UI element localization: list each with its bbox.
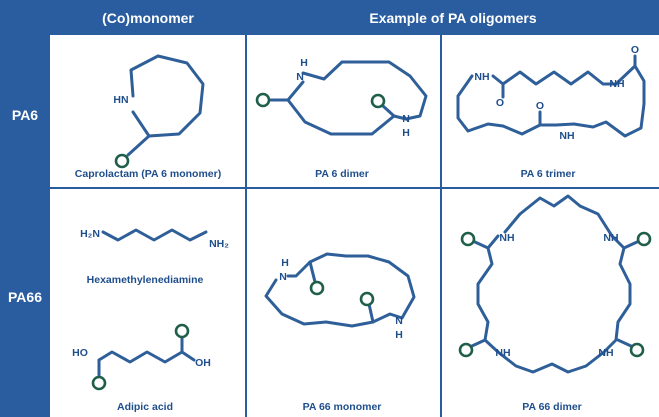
pa6-trimer-o-2: O (536, 100, 544, 112)
pa6-dimer-structure: H N N H (255, 57, 428, 139)
pa6-trimer-structure: O O O NH NH NH (456, 44, 646, 142)
pa6-dimer-ring (286, 60, 428, 136)
adipic-acid-oh-label: OH (195, 357, 211, 369)
pa66-dimer-ring (476, 194, 632, 374)
adipic-acid-structure: HO OH (72, 323, 211, 391)
pa66-dimer-nh-1: NH (499, 232, 514, 244)
pa66-dimer-carbonyl-1 (473, 240, 490, 250)
caprolactam-structure: HN (113, 54, 205, 169)
pa6-trimer-nh-2: NH (609, 78, 624, 90)
row-label-column (0, 0, 50, 417)
row-label-pa6: PA6 (12, 107, 38, 123)
pa6-dimer-h-2: H (402, 127, 410, 139)
row-label-pa66: PA66 (8, 289, 42, 305)
caprolactam-ring (129, 54, 205, 138)
pa66-monomer-n-2: N (395, 315, 403, 327)
header-oligomers: Example of PA oligomers (369, 10, 536, 26)
pa66-monomer-carbonyl-1 (308, 260, 317, 284)
pa66-dimer-nh-4: NH (598, 347, 613, 359)
pa66-monomer-h-2: H (395, 329, 403, 341)
pa6-dimer-n-1: N (296, 71, 304, 83)
adipic-acid-oxygen-2 (174, 323, 190, 339)
pa6-dimer-h-1: H (300, 57, 308, 69)
pa66-monomer-ring (264, 252, 416, 328)
caption-pa66-dimer: PA 66 dimer (522, 401, 582, 413)
pa66-dimer-carbonyl-3 (470, 338, 487, 348)
hmda-chain (101, 228, 208, 242)
caprolactam-carbonyl-bond (126, 134, 151, 157)
header-comonomer: (Co)monomer (102, 10, 194, 26)
pa66-dimer-carbonyl-2 (622, 240, 639, 250)
hmda-nh2-label: NH₂ (209, 238, 229, 250)
pa66-dimer-oxygen-4 (629, 342, 645, 358)
pa66-dimer-oxygen-3 (458, 342, 474, 358)
pa6-trimer-ring (456, 64, 646, 138)
caption-caprolactam: Caprolactam (PA 6 monomer) (75, 168, 221, 180)
pa6-dimer-oxygen-2 (370, 93, 386, 109)
pa66-dimer-oxygen-1 (460, 231, 476, 247)
pa66-dimer-nh-3: NH (495, 347, 510, 359)
header-bar (0, 0, 659, 34)
caprolactam-nh-label: HN (113, 94, 128, 106)
pa6-dimer-carbonyl-2 (381, 104, 396, 118)
caption-hexamethylenediamine: Hexamethylenediamine (87, 274, 204, 286)
pa66-dimer-oxygen-2 (636, 231, 652, 247)
caprolactam-oxygen (114, 153, 130, 169)
pa66-dimer-nh-2: NH (603, 232, 618, 244)
pa6-trimer-o-1: O (496, 97, 504, 109)
pa66-monomer-n-1: N (279, 271, 287, 283)
pa6-dimer-n-2: N (402, 113, 410, 125)
pa6-dimer-oxygen-1 (255, 92, 271, 108)
caption-pa6-trimer: PA 6 trimer (521, 168, 576, 180)
caption-adipic-acid: Adipic acid (117, 401, 173, 413)
pa6-trimer-nh-3: NH (559, 130, 574, 142)
pa66-dimer-carbonyl-4 (616, 338, 633, 348)
pa66-dimer-structure: NH NH NH NH (458, 194, 652, 374)
caption-pa6-dimer: PA 6 dimer (315, 168, 369, 180)
pa6-trimer-o-3: O (631, 44, 639, 56)
pa6-trimer-nh-1: NH (474, 71, 489, 83)
adipic-acid-oxygen-1 (91, 375, 107, 391)
adipic-acid-ho-label: HO (72, 347, 88, 359)
pa66-monomer-carbonyl-2 (367, 302, 375, 324)
pa66-monomer-oxygen-2 (359, 291, 375, 307)
caption-pa66-monomer: PA 66 monomer (303, 401, 382, 413)
hmda-h2n-label: H₂N (80, 228, 100, 240)
pa66-monomer-oxygen-1 (309, 280, 325, 296)
hexamethylenediamine-structure: H₂N NH₂ (80, 228, 229, 250)
pa66-monomer-structure: H N N H (264, 252, 416, 341)
pa66-monomer-h-1: H (281, 257, 289, 269)
